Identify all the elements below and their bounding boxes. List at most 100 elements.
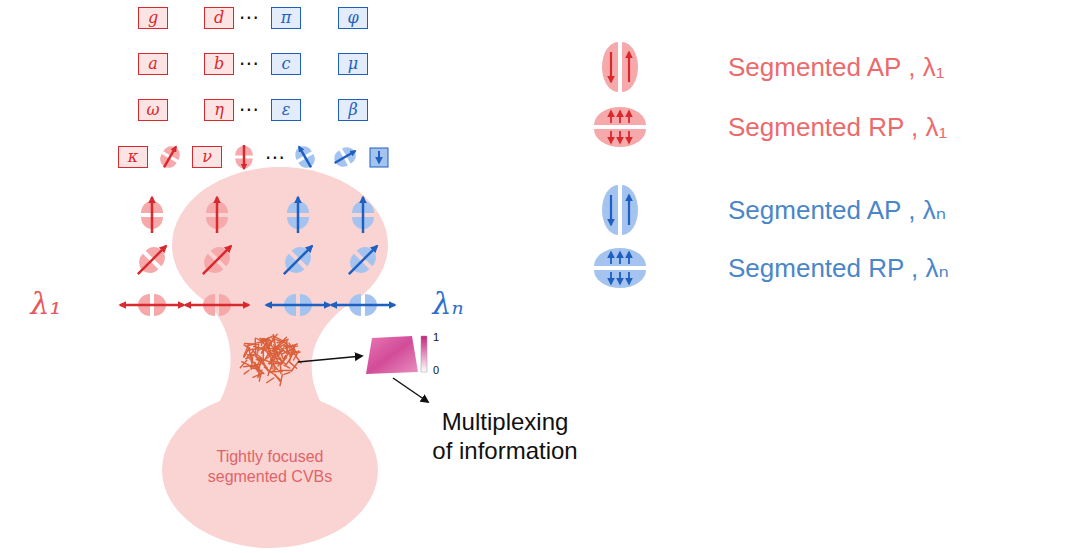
segmented-beam-icon — [291, 142, 318, 172]
polarization-arrow — [619, 111, 621, 123]
polarization-arrow — [628, 195, 630, 225]
nanorod — [270, 334, 277, 343]
beam-segment — [602, 185, 618, 235]
nanorod — [273, 360, 275, 369]
ap-icon — [602, 185, 638, 235]
nanorod — [278, 358, 287, 366]
polarization-arrow — [628, 131, 630, 143]
polarization-arrow — [610, 111, 612, 123]
legend-text: Segmented AP , λₙ — [728, 195, 946, 225]
beam-icons — [120, 142, 395, 316]
letter-symbol: φ — [347, 10, 358, 26]
segmented-beam-icon — [185, 294, 249, 316]
polarization-arrow — [216, 197, 219, 233]
letter-symbol: μ — [348, 56, 358, 72]
nanorod — [281, 361, 286, 365]
beam-segment — [602, 42, 618, 92]
polarization-arrow — [299, 147, 311, 168]
nanorod — [263, 338, 270, 341]
output-label: Multiplexing of information — [429, 408, 581, 466]
focus-lobe: Tightly focused segmented CVBs — [162, 392, 378, 548]
letter-box: d — [204, 7, 234, 29]
letter-symbol: g — [148, 10, 158, 26]
letter-symbol: π — [281, 10, 292, 26]
polarization-arrow — [628, 52, 630, 82]
letter-symbol: η — [214, 102, 224, 118]
segmented-beam-icon — [341, 238, 385, 282]
beam-segment — [594, 248, 646, 266]
letter-box: ν — [192, 146, 222, 168]
nanorod — [284, 342, 292, 348]
beam-segment — [594, 107, 646, 125]
segmented-beam-icon — [330, 143, 360, 170]
legend-icons — [594, 42, 646, 288]
polarization-arrow — [610, 272, 612, 284]
ellipsis: ⋯ — [239, 5, 259, 29]
nanorod — [284, 372, 290, 374]
letter-symbol: β — [348, 102, 357, 118]
letter-box: ω — [138, 99, 168, 121]
nanorod — [260, 338, 265, 344]
polarization-arrow — [185, 304, 249, 307]
arrow-box-icon — [370, 148, 388, 167]
legend-entry: Segmented RP , λ₁ — [728, 112, 947, 143]
beam-lobe — [172, 167, 388, 323]
nanorod — [256, 360, 262, 361]
segmented-beam-icon — [266, 294, 330, 316]
nanorod — [268, 350, 280, 352]
rp-icon — [594, 248, 646, 288]
polarization-arrow — [243, 145, 246, 169]
legend-text: Segmented AP , λ₁ — [728, 52, 944, 82]
nanorod — [244, 370, 249, 374]
nanorod — [290, 350, 293, 362]
legend-entry: Segmented AP , λ₁ — [728, 52, 944, 83]
segmented-beam-icon — [141, 197, 163, 233]
polarization-arrow — [610, 52, 612, 82]
letter-symbol: ε — [282, 102, 291, 118]
legend-entry: Segmented RP , λₙ — [728, 253, 949, 284]
polarization-arrow — [619, 131, 621, 143]
letter-symbol: d — [214, 10, 224, 26]
nanorod — [288, 361, 296, 368]
ellipsis: ⋯ — [239, 51, 259, 75]
colorbar — [421, 336, 427, 372]
letter-symbol: c — [282, 56, 291, 72]
rp-icon — [594, 107, 646, 147]
polarization-arrow — [610, 252, 612, 264]
pointer-arrow — [393, 378, 428, 402]
segmented-beam-icon — [206, 197, 228, 233]
beam-segment — [594, 129, 646, 147]
segmented-beam-icon — [120, 294, 184, 316]
nanorod — [240, 360, 247, 368]
nanorod — [246, 355, 256, 359]
beam-segment — [622, 42, 638, 92]
letter-box: η — [204, 99, 234, 121]
beam-lobe — [162, 392, 378, 548]
colorbar-tick: 0 — [433, 364, 439, 377]
ellipsis: ⋯ — [265, 145, 285, 169]
legend-text: Segmented RP , λ₁ — [728, 112, 947, 142]
letter-box: φ — [338, 7, 368, 29]
letter-box: μ — [338, 53, 368, 75]
polarization-arrow — [266, 304, 330, 307]
polarization-arrow — [151, 197, 154, 233]
nanorod — [256, 354, 262, 358]
segmented-beam-icon — [352, 197, 374, 233]
segmented-beam-icon — [195, 238, 239, 282]
polarization-arrow — [120, 304, 184, 307]
nanorod — [267, 378, 274, 383]
nanorod — [253, 373, 263, 377]
nanorod — [274, 374, 281, 381]
pointer-arrow — [298, 356, 362, 362]
nanorod — [292, 352, 300, 353]
polarization-arrow — [610, 131, 612, 143]
nanorod — [259, 362, 261, 370]
polarization-arrow — [378, 151, 380, 163]
wavelength-label: λₙ — [432, 286, 463, 322]
nanorods — [240, 334, 301, 385]
polarization-arrow — [628, 252, 630, 264]
legend-entry: Segmented AP , λₙ — [728, 195, 946, 226]
letter-box: a — [138, 53, 168, 75]
segmented-beam-icon — [156, 142, 183, 172]
sample-square — [366, 336, 427, 374]
